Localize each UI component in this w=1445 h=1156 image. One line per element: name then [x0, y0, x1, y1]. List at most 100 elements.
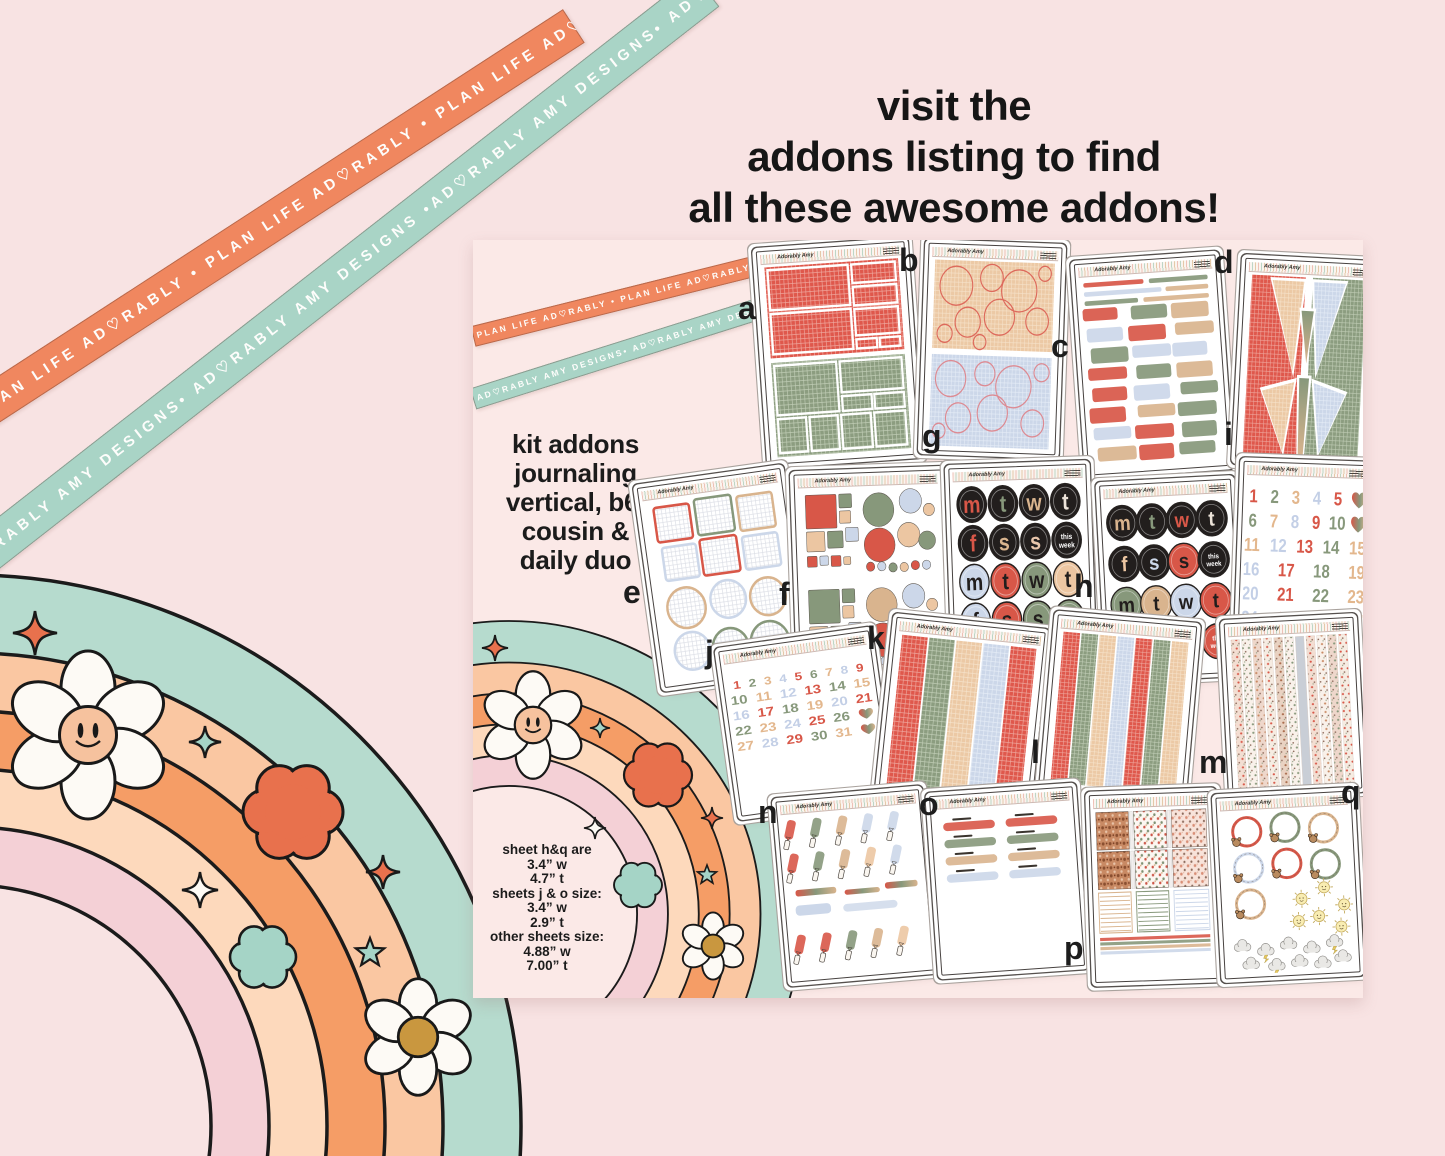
sticker-sheet-d: Adorably Amy [1234, 257, 1363, 468]
svg-text:23: 23 [759, 719, 778, 735]
sheet-header-script: Adorably Amy [1242, 624, 1280, 633]
sheet-label-o: o [919, 786, 939, 822]
svg-text:8: 8 [1290, 511, 1299, 532]
sheet-header-script: Adorably Amy [1118, 486, 1155, 495]
sheet-header-script: Adorably Amy [657, 483, 695, 495]
sheet-label-b: b [899, 242, 919, 278]
svg-text:t: t [999, 490, 1006, 517]
sheet-header-script: Adorably Amy [795, 800, 833, 810]
sizes-line-9: 7.00” t [526, 958, 568, 973]
sheet-header-note [1352, 268, 1363, 276]
svg-text:t: t [1208, 507, 1216, 531]
sheet-header-note [882, 246, 900, 255]
sizes-line-3: 4.7” t [530, 871, 564, 886]
sheet-content [1079, 270, 1226, 472]
sheet-label-d: d [1214, 244, 1234, 280]
sheet-header-script: Adorably Amy [1263, 262, 1301, 271]
sizes-line-1: sheet h&q are [502, 842, 592, 857]
sheet-label-c: c [1051, 328, 1069, 364]
sheet-header-script: Adorably Amy [916, 622, 954, 633]
sheet-header-note [1193, 260, 1211, 268]
product-card: PLAN LIFE AD♡RABLY • PLAN LIFE AD♡RABLY … [473, 240, 1363, 998]
svg-text:10: 10 [1329, 513, 1346, 535]
svg-text:26: 26 [832, 709, 851, 725]
svg-text:f: f [1121, 553, 1129, 577]
sheet-content [761, 256, 915, 460]
svg-text:11: 11 [1244, 534, 1261, 555]
svg-text:30: 30 [810, 728, 829, 744]
svg-text:20: 20 [830, 694, 849, 710]
svg-text:m: m [965, 568, 983, 596]
svg-text:this: this [1208, 553, 1220, 561]
svg-text:s: s [1032, 605, 1044, 633]
sheet-header-script: Adorably Amy [814, 476, 851, 484]
svg-text:6: 6 [1248, 510, 1257, 531]
sheet-header-note [1040, 252, 1057, 259]
sheet-label-i: i [1224, 416, 1233, 452]
sheet-label-l: l [1031, 734, 1040, 770]
sheet-header-note [1331, 622, 1349, 630]
svg-text:f: f [969, 530, 977, 557]
svg-text:24: 24 [783, 716, 802, 732]
sheet-label-p: p [1064, 930, 1084, 966]
sticker-sheet-m: Adorably Amy [1223, 616, 1363, 796]
sheet-header-script: Adorably Amy [967, 470, 1005, 478]
svg-text:s: s [1001, 606, 1013, 634]
svg-text:t: t [1153, 592, 1161, 616]
svg-text:28: 28 [761, 735, 780, 751]
sheet-content [1047, 630, 1192, 796]
svg-text:14: 14 [828, 678, 847, 694]
svg-text:t: t [1002, 567, 1009, 594]
headline-line-1: visit the [876, 82, 1032, 129]
sheet-content [926, 258, 1059, 451]
sizes-line-7: other sheets size: [489, 929, 605, 944]
svg-text:15: 15 [853, 675, 872, 691]
svg-text:6: 6 [809, 668, 818, 681]
svg-text:4: 4 [1312, 488, 1322, 509]
sizes-line-5: 3.4” w [527, 900, 567, 915]
kit-line-4: cousin & [521, 516, 630, 547]
sizes-line-2: 3.4” w [527, 856, 567, 872]
svg-text:12: 12 [1270, 535, 1287, 557]
kit-line-2: journaling [514, 458, 637, 489]
kit-line-5: daily duo [519, 545, 632, 576]
svg-text:week: week [1210, 642, 1227, 650]
svg-text:m: m [1114, 512, 1132, 536]
svg-text:s: s [1178, 550, 1190, 574]
sizes-line-4: sheets j & o size: [492, 885, 602, 901]
svg-text:2: 2 [748, 676, 757, 689]
svg-text:22: 22 [734, 723, 753, 739]
svg-text:8: 8 [840, 663, 849, 676]
sheet-header-note [1190, 796, 1208, 804]
svg-text:2: 2 [1270, 486, 1279, 507]
svg-text:15: 15 [1349, 538, 1363, 560]
svg-text:25: 25 [808, 713, 827, 729]
svg-text:s: s [998, 528, 1010, 556]
sheet-header-script: Adorably Amy [1234, 798, 1272, 807]
sheet-header-note [1209, 484, 1226, 492]
svg-text:17: 17 [757, 704, 776, 720]
sizes-line-6: 2.9” t [530, 914, 564, 930]
sticker-sheet-n: Adorably Amy [775, 789, 935, 983]
svg-text:s: s [1030, 527, 1042, 555]
sticker-sheet-p: Adorably Amy [1088, 790, 1220, 984]
sheet-label-e: e [623, 574, 641, 610]
svg-text:5: 5 [794, 670, 803, 683]
sheet-header-note [1022, 635, 1040, 644]
sizes-line-8: 4.88” w [523, 943, 571, 959]
sheet-header-note [759, 474, 776, 483]
sticker-sheet-c: Adorably Amy [1073, 254, 1231, 476]
sheet-label-f: f [779, 576, 790, 612]
svg-text:10: 10 [730, 692, 749, 708]
svg-text:t: t [1062, 488, 1069, 515]
kit-addons-heading: kit addons journaling vertical, b6, cous… [473, 429, 678, 576]
sticker-sheet-q: Adorably Amy [1215, 790, 1361, 980]
sheet-label-g: g [922, 418, 942, 454]
sheet-header-note [1050, 792, 1068, 800]
svg-text:week: week [1205, 560, 1222, 568]
headline-line-3: all these awesome addons! [688, 184, 1220, 232]
sticker-sheet-o: Adorably Amy [928, 786, 1086, 976]
svg-text:3: 3 [763, 674, 772, 687]
